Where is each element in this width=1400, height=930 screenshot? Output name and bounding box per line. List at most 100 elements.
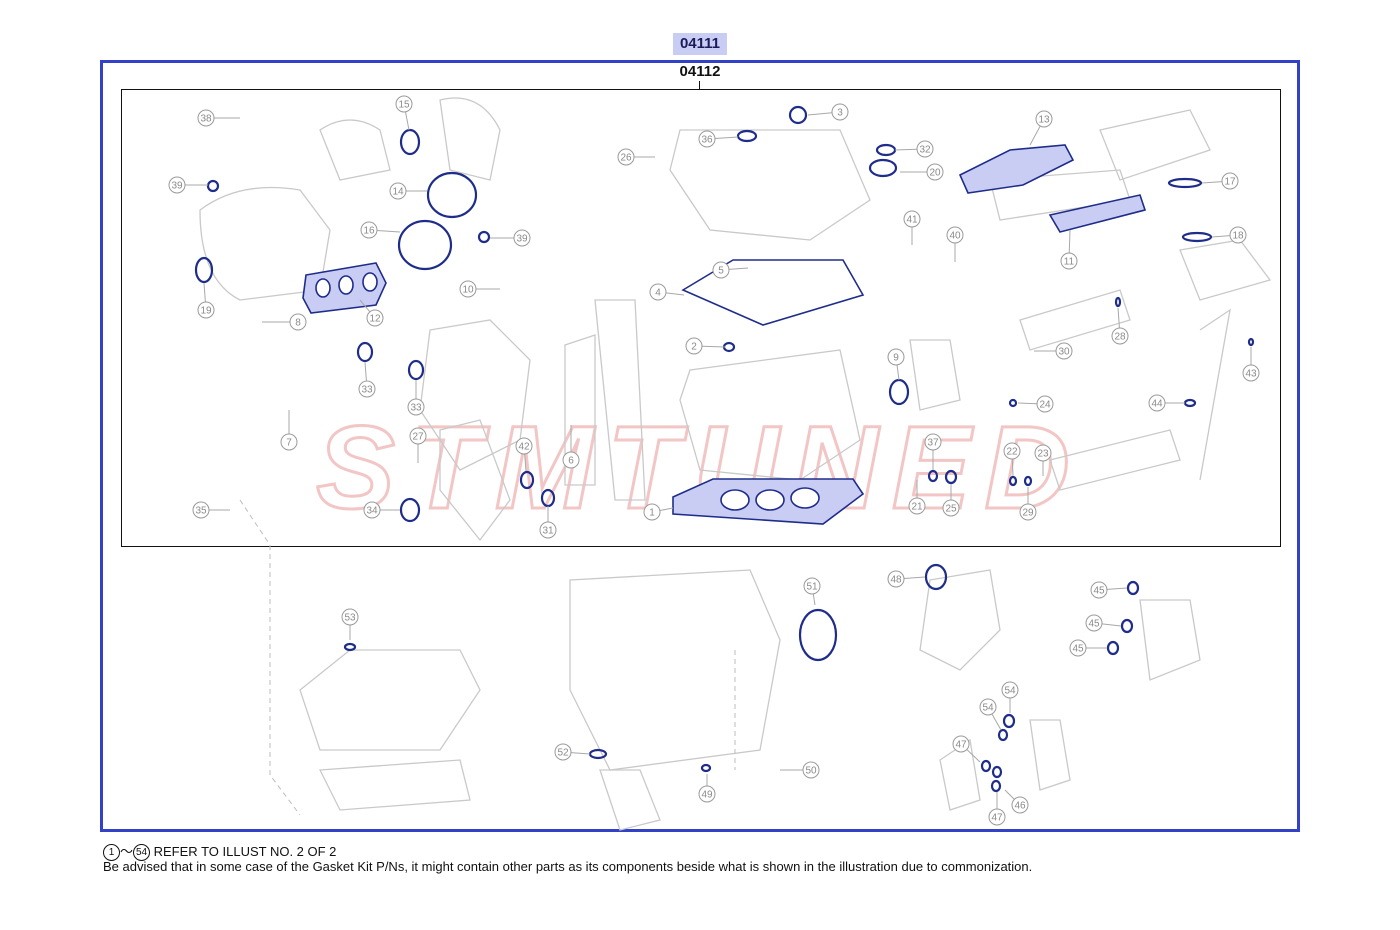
callout-6[interactable]: 6 [562, 425, 580, 469]
callout-33[interactable]: 33 [358, 361, 376, 398]
callout-circle[interactable] [908, 497, 926, 515]
callout-circle[interactable] [513, 229, 531, 247]
callout-circle[interactable] [803, 577, 821, 595]
callout-17[interactable]: 17 [1201, 172, 1239, 190]
callout-circle[interactable] [979, 698, 997, 716]
callout-circle[interactable] [363, 501, 381, 519]
callout-36[interactable]: 36 [698, 130, 739, 148]
callout-48[interactable]: 48 [887, 570, 926, 588]
callout-47[interactable]: 47 [952, 735, 981, 763]
callout-circle[interactable] [698, 785, 716, 803]
callout-circle[interactable] [698, 130, 716, 148]
callout-circle[interactable] [515, 437, 533, 455]
callout-circle[interactable] [1229, 226, 1247, 244]
callout-circle[interactable] [539, 521, 557, 539]
callout-circle[interactable] [197, 109, 215, 127]
callout-circle[interactable] [389, 182, 407, 200]
callout-circle[interactable] [617, 148, 635, 166]
callout-54[interactable]: 54 [1001, 681, 1019, 713]
callout-circle[interactable] [289, 313, 307, 331]
callout-8[interactable]: 8 [262, 313, 307, 331]
callout-9[interactable]: 9 [887, 348, 905, 381]
callout-circle[interactable] [168, 176, 186, 194]
callout-12[interactable]: 12 [359, 299, 384, 327]
callout-circle[interactable] [1242, 364, 1260, 382]
callout-41[interactable]: 41 [903, 210, 921, 245]
callout-circle[interactable] [1034, 444, 1052, 462]
callout-22[interactable]: 22 [1003, 442, 1021, 477]
callout-circle[interactable] [1069, 639, 1087, 657]
callout-38[interactable]: 38 [197, 109, 240, 127]
callout-14[interactable]: 14 [389, 182, 427, 200]
callout-circle[interactable] [1001, 681, 1019, 699]
callout-52[interactable]: 52 [554, 743, 591, 761]
callout-42[interactable]: 42 [515, 437, 533, 472]
callout-47[interactable]: 47 [988, 792, 1006, 826]
callout-circle[interactable] [802, 761, 820, 779]
callout-circle[interactable] [1055, 342, 1073, 360]
callout-46[interactable]: 46 [1004, 789, 1029, 814]
callout-32[interactable]: 32 [894, 140, 934, 158]
callout-circle[interactable] [407, 398, 425, 416]
callout-circle[interactable] [395, 95, 413, 113]
callout-26[interactable]: 26 [617, 148, 655, 166]
callout-18[interactable]: 18 [1211, 226, 1247, 244]
callout-15[interactable]: 15 [395, 95, 413, 131]
callout-34[interactable]: 34 [363, 501, 400, 519]
callout-circle[interactable] [887, 570, 905, 588]
callout-circle[interactable] [459, 280, 477, 298]
callout-circle[interactable] [1148, 394, 1166, 412]
callout-30[interactable]: 30 [1034, 342, 1073, 360]
callout-7[interactable]: 7 [280, 410, 298, 451]
callout-21[interactable]: 21 [908, 480, 926, 515]
callout-circle[interactable] [1035, 110, 1053, 128]
callout-circle[interactable] [562, 451, 580, 469]
callout-24[interactable]: 24 [1017, 395, 1054, 413]
callout-28[interactable]: 28 [1111, 307, 1129, 345]
callout-29[interactable]: 29 [1019, 487, 1037, 521]
callout-circle[interactable] [1090, 581, 1108, 599]
callout-33[interactable]: 33 [407, 380, 425, 416]
callout-53[interactable]: 53 [341, 608, 359, 640]
callout-23[interactable]: 23 [1034, 444, 1052, 476]
callout-37[interactable]: 37 [924, 433, 942, 470]
callout-circle[interactable] [952, 735, 970, 753]
callout-circle[interactable] [831, 103, 849, 121]
callout-circle[interactable] [926, 163, 944, 181]
callout-39[interactable]: 39 [168, 176, 208, 194]
callout-4[interactable]: 4 [649, 283, 685, 301]
callout-circle[interactable] [1221, 172, 1239, 190]
callout-16[interactable]: 16 [360, 221, 401, 239]
callout-circle[interactable] [409, 427, 427, 445]
callout-circle[interactable] [1111, 327, 1129, 345]
callout-2[interactable]: 2 [685, 337, 726, 355]
callout-circle[interactable] [1011, 796, 1029, 814]
callout-44[interactable]: 44 [1148, 394, 1185, 412]
callout-circle[interactable] [887, 348, 905, 366]
callout-1[interactable]: 1 [643, 503, 674, 521]
callout-19[interactable]: 19 [197, 282, 215, 319]
callout-circle[interactable] [554, 743, 572, 761]
callout-5[interactable]: 5 [712, 261, 749, 279]
callout-39[interactable]: 39 [490, 229, 531, 247]
callout-45[interactable]: 45 [1090, 581, 1128, 599]
callout-circle[interactable] [916, 140, 934, 158]
callout-45[interactable]: 45 [1085, 614, 1122, 632]
callout-circle[interactable] [1019, 503, 1037, 521]
callout-10[interactable]: 10 [459, 280, 500, 298]
callout-circle[interactable] [903, 210, 921, 228]
callout-3[interactable]: 3 [807, 103, 849, 121]
callout-circle[interactable] [366, 309, 384, 327]
callout-circle[interactable] [192, 501, 210, 519]
callout-circle[interactable] [946, 226, 964, 244]
callout-50[interactable]: 50 [780, 761, 820, 779]
callout-circle[interactable] [1036, 395, 1054, 413]
callout-35[interactable]: 35 [192, 501, 230, 519]
callout-49[interactable]: 49 [698, 774, 716, 803]
callout-25[interactable]: 25 [942, 484, 960, 517]
callout-circle[interactable] [341, 608, 359, 626]
callout-43[interactable]: 43 [1242, 347, 1260, 382]
callout-circle[interactable] [712, 261, 730, 279]
callout-circle[interactable] [942, 499, 960, 517]
callout-circle[interactable] [360, 221, 378, 239]
